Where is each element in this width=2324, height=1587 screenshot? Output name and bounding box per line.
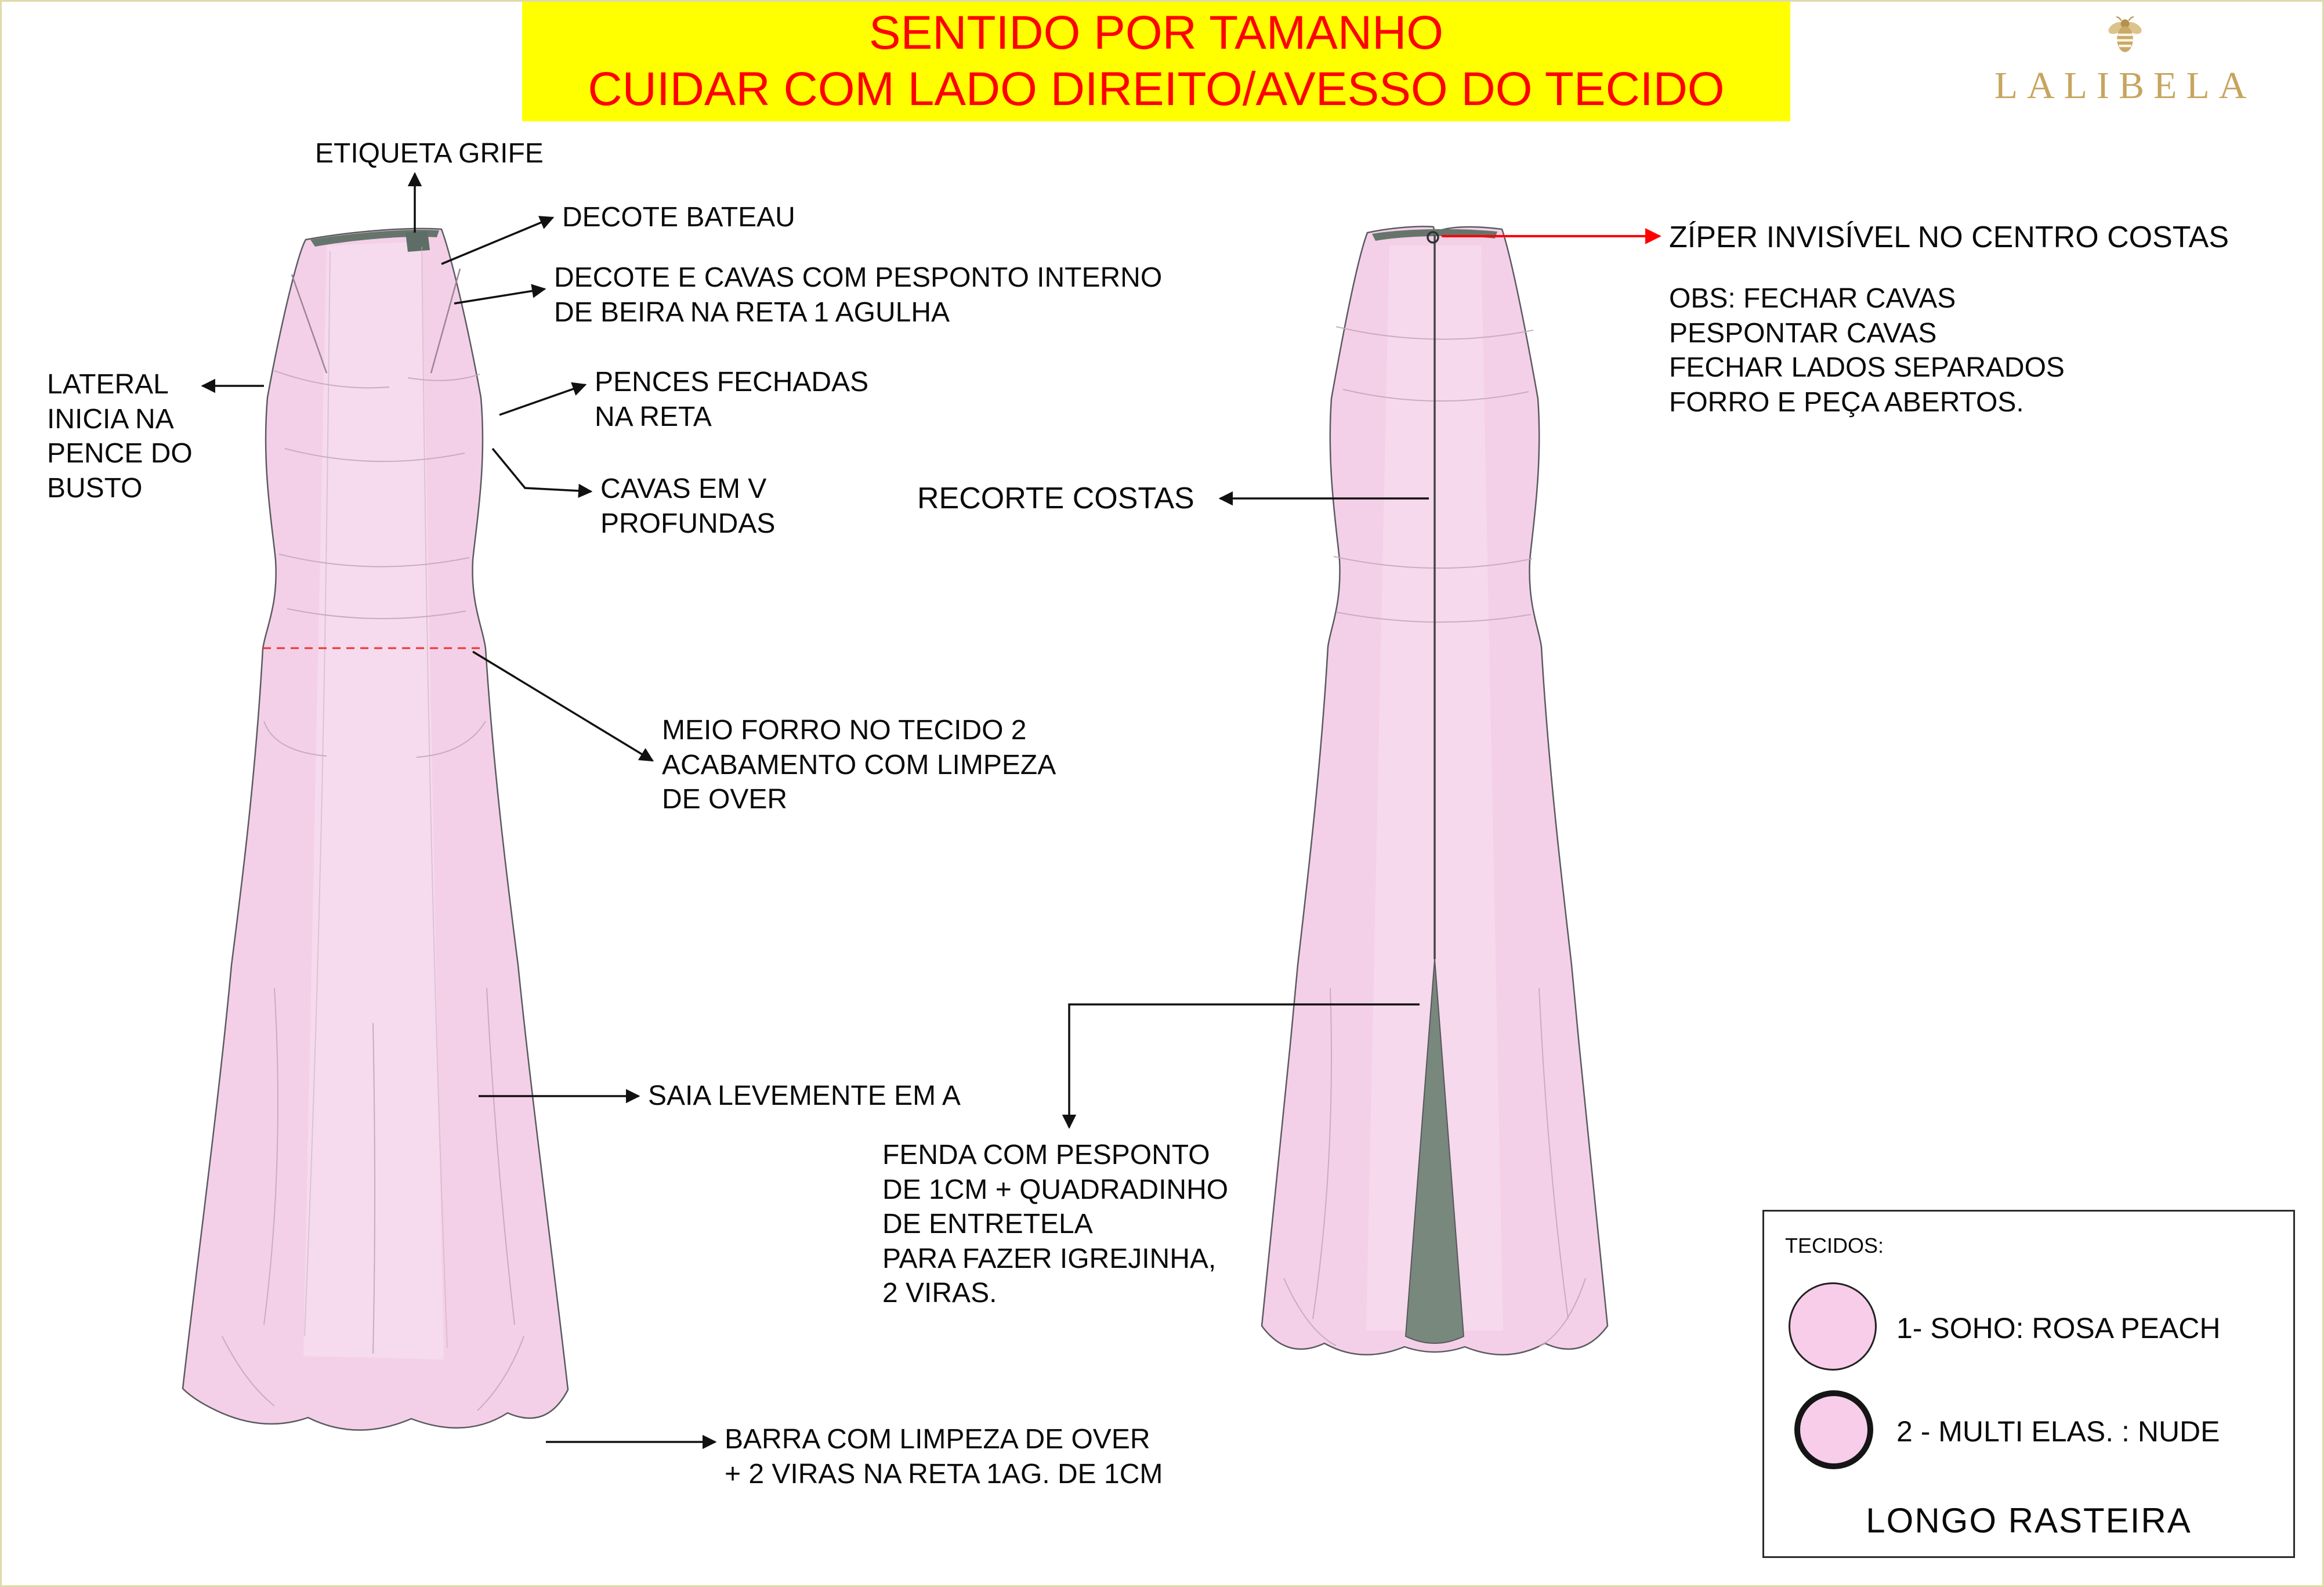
arrow-decote-bateau [441, 216, 555, 265]
label-recorte-costas: RECORTE COSTAS [917, 482, 1194, 515]
label-cavas-v: CAVAS EM V PROFUNDAS [600, 473, 776, 539]
brand-name: LALIBELA [1994, 64, 2256, 107]
fabric-swatch-1 [1789, 1282, 1877, 1371]
label-ziper: ZÍPER INVISÍVEL NO CENTRO COSTAS [1669, 220, 2229, 254]
fabric-label-2: 2 - MULTI ELAS. : NUDE [1896, 1415, 2220, 1448]
bee-icon [2102, 16, 2148, 58]
label-meio-forro: MEIO FORRO NO TECIDO 2 ACABAMENTO COM LI… [662, 715, 1056, 815]
warning-line-2: CUIDAR COM LADO DIREITO/AVESSO DO TECIDO [588, 63, 1725, 115]
annotation-arrows [201, 172, 1429, 1449]
warning-line-1: SENTIDO POR TAMANHO [868, 6, 1444, 60]
legend-title: TECIDOS: [1785, 1234, 1884, 1257]
fabric-swatch-2 [1794, 1390, 1873, 1469]
label-fenda: FENDA COM PESPONTO DE 1CM + QUADRADINHO … [882, 1140, 1229, 1309]
label-decote-cavas: DECOTE E CAVAS COM PESPONTO INTERNO DE B… [554, 262, 1163, 328]
label-barra: BARRA COM LIMPEZA DE OVER + 2 VIRAS NA R… [725, 1424, 1163, 1490]
label-decote-bateau: DECOTE BATEAU [562, 202, 795, 233]
warning-banner: SENTIDO POR TAMANHO CUIDAR COM LADO DIRE… [522, 2, 1790, 121]
back-slit-lining [1404, 959, 1465, 1344]
label-lateral: LATERAL INICIA NA PENCE DO BUSTO [47, 369, 193, 504]
arrow-cavas-v [491, 447, 593, 498]
brand-logo: LALIBELA [1986, 16, 2264, 108]
fabric-label-1: 1- SOHO: ROSA PEACH [1896, 1312, 2221, 1344]
label-obs: OBS: FECHAR CAVAS PESPONTAR CAVAS FECHAR… [1669, 283, 2065, 418]
product-name: LONGO RASTEIRA [1866, 1501, 2192, 1540]
zipper-pull [1427, 231, 1439, 244]
arrow-pences [499, 382, 587, 416]
brand-label-tag [406, 231, 430, 252]
back-dress-illustration [1261, 226, 1609, 1355]
label-pences: PENCES FECHADAS NA RETA [595, 367, 869, 432]
arrow-meio-forro [472, 650, 654, 762]
arrow-decote-cavas [454, 284, 546, 305]
label-etiqueta-grife: ETIQUETA GRIFE [315, 138, 544, 169]
fabric-legend-box: TECIDOS: 1- SOHO: ROSA PEACH 2 - MULTI E… [1762, 1210, 2295, 1558]
label-saia: SAIA LEVEMENTE EM A [648, 1080, 961, 1111]
front-dress-illustration [182, 227, 569, 1431]
arrow-fenda [1062, 1003, 1420, 1129]
